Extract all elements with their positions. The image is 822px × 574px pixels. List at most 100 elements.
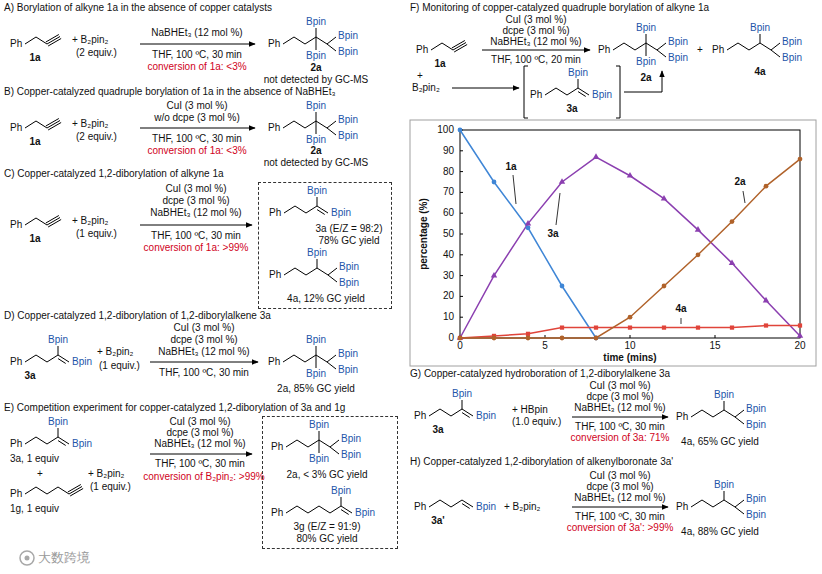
reaction-arrow [572, 507, 668, 508]
boryl-label: Bpin [668, 52, 688, 64]
boryl-label: Bpin [309, 419, 329, 431]
bond [429, 500, 462, 507]
boryl-label: Bpin [338, 130, 358, 142]
scheme-text: 4a, 88% GC yield [681, 526, 759, 538]
boryl-label: Bpin [341, 449, 361, 461]
axis-tick [460, 296, 463, 297]
product-box: PhBpinBpin3a (E/Z = 98:2)78% GC yieldPhB… [258, 182, 392, 309]
boryl-label: Bpin [355, 507, 375, 519]
bond [657, 43, 666, 57]
data-series [460, 159, 800, 338]
data-point [594, 325, 598, 329]
boryl-label: Bpin [750, 22, 770, 34]
boryl-label: Bpin [338, 348, 358, 360]
scheme-text: THF, 100 ºC, 30 min [151, 230, 241, 242]
scheme-text: + B₂pin₂ [72, 215, 108, 227]
scheme-text: 80 [443, 166, 454, 178]
boryl-label: Bpin [476, 410, 496, 422]
boryl-label: Bpin [307, 185, 327, 197]
bond [328, 268, 337, 282]
bond [25, 37, 47, 44]
scheme-text: NaBHEt₃ (12 mol %) [574, 492, 665, 504]
scheme-text: 3g (E/Z = 91:9) [294, 521, 361, 533]
scheme-text: + [417, 70, 423, 82]
bond [286, 506, 341, 513]
bond [578, 92, 586, 97]
boryl-label: Bpin [307, 247, 327, 259]
scheme-text: + HBpin [512, 404, 548, 416]
scheme-text: NaBHEt₃ (12 mol %) [151, 27, 242, 39]
boryl-label: Bpin [668, 36, 688, 48]
data-point [628, 325, 632, 329]
bond [327, 37, 336, 51]
axis-tick [460, 234, 463, 235]
phenyl-label: Ph [676, 411, 688, 423]
data-markers [457, 153, 803, 340]
scheme-text: dcpe (3 mol %) [166, 427, 233, 439]
scheme-text: CuI (3 mol %) [169, 416, 230, 428]
axis-tick [460, 150, 463, 151]
bond [25, 218, 47, 225]
scheme-text: THF, 100 ºC, 30 min [155, 458, 245, 470]
chart [410, 120, 816, 366]
data-point [797, 332, 803, 338]
leader-line [556, 193, 560, 225]
bond [735, 500, 744, 514]
scheme-text: 80% GC yield [296, 533, 357, 545]
bond [316, 28, 317, 37]
scheme-text: dcpe (3 mol %) [162, 195, 229, 207]
phenyl-label: Ph [10, 488, 22, 500]
scheme-text: 3a (E/Z = 98:2) [316, 223, 383, 235]
compound-number: 1a [505, 161, 516, 173]
scheme-text: 5 [542, 340, 548, 352]
axis-title: time (mins) [603, 352, 656, 364]
phenyl-label: Ph [271, 441, 283, 453]
scheme-text: 30 [443, 270, 454, 282]
data-point [458, 336, 462, 340]
data-point [696, 252, 701, 257]
scheme-text: not detected by GC-MS [264, 157, 369, 169]
data-point [764, 323, 768, 327]
bond [316, 37, 317, 50]
chart-frame [410, 120, 816, 366]
data-point [763, 297, 769, 303]
bond [462, 400, 463, 409]
scheme-text: (2 equiv.) [76, 47, 117, 59]
data-point [491, 272, 497, 278]
bond [691, 500, 735, 507]
compound-number: 4a [675, 303, 686, 315]
data-point [492, 336, 497, 341]
bond [58, 359, 66, 364]
scheme-text: 50 [443, 228, 454, 240]
boryl-label: Bpin [714, 389, 734, 401]
bond [646, 34, 647, 43]
boryl-label: Bpin [72, 438, 92, 450]
data-point [662, 284, 667, 289]
data-point [458, 336, 463, 341]
scheme-text: 2a, 85% GC yield [277, 383, 355, 395]
data-point [730, 325, 734, 329]
bond [283, 121, 327, 128]
data-point [526, 225, 531, 230]
data-point [730, 219, 735, 224]
boryl-label: Bpin [306, 50, 326, 62]
data-markers [458, 323, 802, 340]
scheme-text: THF, 100 ºC, 30 min [575, 421, 665, 433]
scheme-text: w/o dcpe (3 mol %) [154, 112, 240, 124]
bond [727, 43, 771, 50]
bond [46, 35, 59, 43]
bond [545, 88, 578, 95]
phenyl-label: Ph [10, 219, 22, 231]
panel-title: G) Copper-catalyzed hydroboration of 1,2… [410, 368, 670, 380]
data-point [695, 226, 701, 232]
compound-number: 3a [432, 424, 443, 436]
data-point [560, 325, 564, 329]
bracket [524, 66, 620, 118]
scheme-text: 4a, 65% GC yield [681, 436, 759, 448]
bond [317, 197, 318, 206]
bond [283, 37, 327, 44]
axis-tick [460, 171, 463, 172]
phenyl-label: Ph [530, 89, 542, 101]
scheme-text: + B₂pin₂ [88, 468, 124, 480]
